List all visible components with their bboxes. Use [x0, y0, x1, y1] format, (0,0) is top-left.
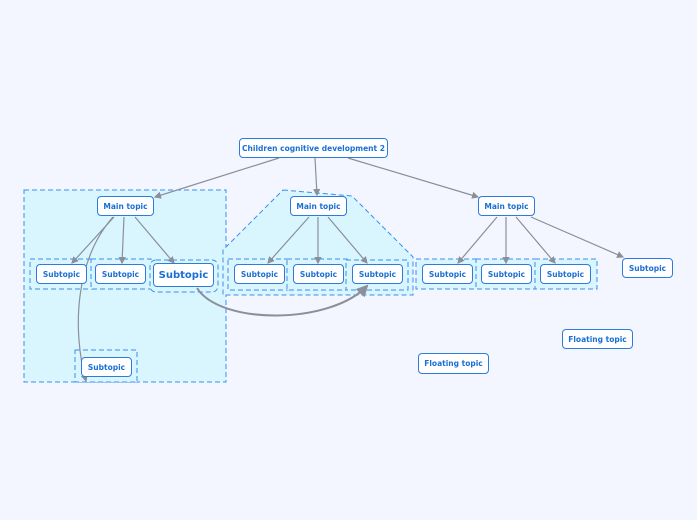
subtopic[interactable]: Subtopic [81, 357, 132, 377]
connector [327, 216, 368, 264]
relationship-curve[interactable] [196, 284, 369, 317]
subtopic[interactable]: Subtopic [293, 264, 344, 284]
connector [118, 216, 126, 265]
subtopic[interactable]: Subtopic [95, 264, 146, 284]
root-topic[interactable]: Children cognitive development 2 [239, 138, 388, 158]
subtopic[interactable]: Subtopic [422, 264, 473, 284]
connector [457, 216, 498, 264]
connector [515, 216, 556, 264]
subtopic[interactable]: Subtopic [36, 264, 87, 284]
connector [267, 216, 310, 264]
subtopic[interactable]: Subtopic [540, 264, 591, 284]
subtopic[interactable]: Subtopic [352, 264, 403, 284]
connector [347, 157, 480, 199]
connector [134, 216, 175, 264]
subtopic[interactable]: Subtopic [234, 264, 285, 284]
main-topic[interactable]: Main topic [97, 196, 154, 216]
subtopic[interactable]: Subtopic [481, 264, 532, 284]
connector [313, 157, 321, 197]
floating-topic[interactable]: Floating topic [562, 329, 633, 349]
subtopic[interactable]: Subtopic [622, 258, 673, 278]
floating-topic[interactable]: Floating topic [418, 353, 489, 374]
main-topic[interactable]: Main topic [290, 196, 347, 216]
main-topic[interactable]: Main topic [478, 196, 535, 216]
subtopic[interactable]: Subtopic [153, 263, 214, 287]
connector [530, 216, 625, 258]
connector [153, 157, 280, 199]
